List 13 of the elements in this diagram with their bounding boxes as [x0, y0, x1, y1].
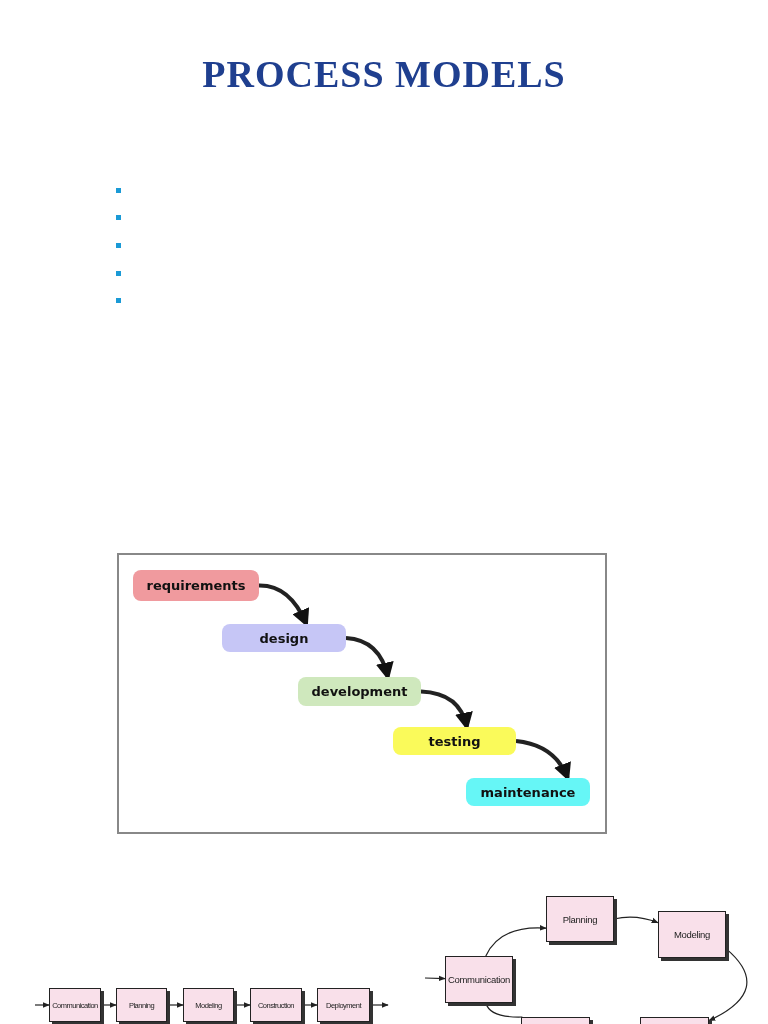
phase-box: maintenance: [466, 778, 590, 806]
arrow: [424, 975, 446, 982]
arrow: [485, 925, 547, 957]
phase-box: design: [222, 624, 346, 652]
title: PROCESS MODELS: [201, 52, 567, 96]
phase-box: requirements: [133, 570, 259, 601]
process-box: Modeling: [658, 911, 726, 958]
process-box: Communication: [445, 956, 513, 1003]
arrow: [34, 1002, 50, 1008]
phase-box: testing: [393, 727, 516, 755]
process-box: Planning: [546, 896, 614, 942]
phase-box: development: [298, 677, 421, 706]
arrow: [708, 948, 748, 1022]
